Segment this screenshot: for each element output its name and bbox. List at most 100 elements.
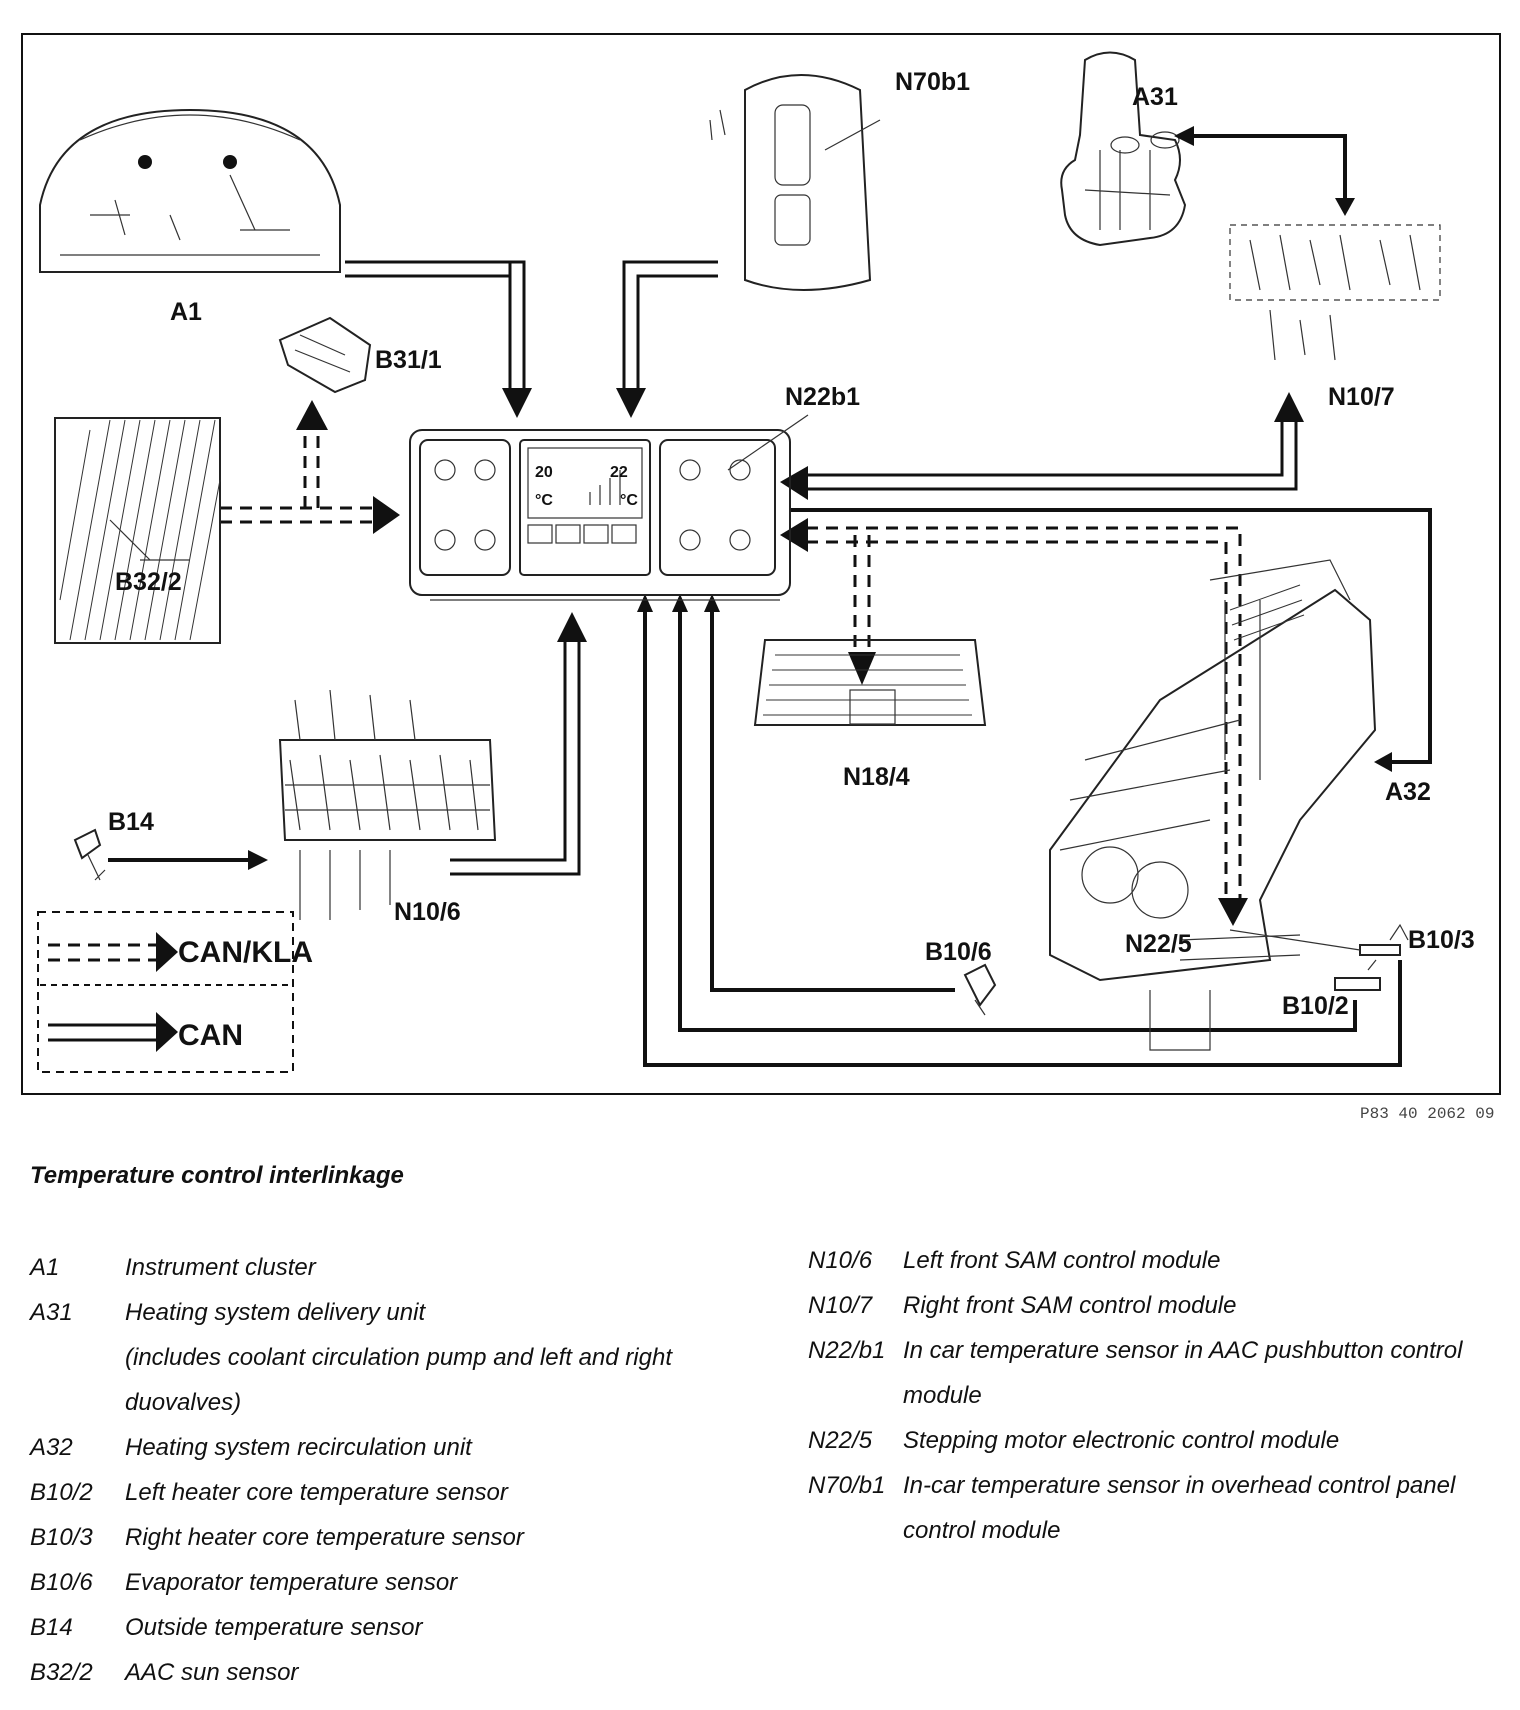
instrument-cluster-a1 — [39, 108, 341, 273]
wire-b103 — [643, 610, 1402, 1067]
aac-control-module-n22: 20 22 °C °C — [409, 429, 791, 601]
kla-line-n225 — [806, 526, 1242, 900]
legend-code: B14 — [30, 1614, 73, 1641]
legend-description: Instrument cluster — [125, 1254, 316, 1281]
display-unit-right: °C — [620, 492, 638, 509]
label-n22-5: N22/5 — [1125, 930, 1192, 958]
legend-code: B10/2 — [30, 1479, 93, 1506]
legend-description: Heating system recirculation unit — [125, 1434, 472, 1461]
label-n10-7: N10/7 — [1328, 383, 1395, 411]
label-b14: B14 — [108, 808, 154, 836]
legend-description: In car temperature sensor in AAC pushbut… — [903, 1337, 1463, 1409]
wire-b102 — [678, 610, 1357, 1032]
label-n18-4: N18/4 — [843, 763, 910, 791]
can-line-n107 — [806, 420, 1298, 491]
legend-code — [30, 1335, 125, 1425]
heating-delivery-unit-a31 — [1060, 51, 1187, 247]
legend-entry: A32 Heating system recirculation unit — [30, 1425, 730, 1470]
label-a1: A1 — [170, 298, 202, 326]
can-line-n70b1 — [622, 260, 718, 390]
legend-description: Left front SAM control module — [903, 1247, 1221, 1274]
left-heater-sensor-b10-2 — [1334, 959, 1381, 991]
legend-description: Right front SAM control module — [903, 1292, 1237, 1319]
legend-entry: N10/7 Right front SAM control module — [808, 1283, 1498, 1328]
kla-line-n184 — [853, 535, 871, 650]
arrowhead-n184 — [848, 652, 876, 685]
diagram-frame — [21, 33, 1501, 1095]
legend-description: Right heater core temperature sensor — [125, 1524, 524, 1551]
display-unit-left: °C — [535, 492, 553, 509]
arrowhead-n22-from-n107 — [780, 466, 808, 500]
left-sam-module-n10-6 — [278, 689, 497, 920]
legend-description: Outside temperature sensor — [125, 1614, 423, 1641]
legend-description: Left heater core temperature sensor — [125, 1479, 508, 1506]
kla-line-b311 — [303, 428, 320, 508]
label-n70b1: N70b1 — [895, 68, 970, 96]
legend-description: Evaporator temperature sensor — [125, 1569, 458, 1596]
reference-code: P83 40 2062 09 — [1360, 1105, 1494, 1123]
legend-description: AAC sun sensor — [125, 1659, 299, 1686]
legend-code: N22/5 — [808, 1427, 873, 1454]
label-a32: A32 — [1385, 778, 1431, 806]
label-b31-1: B31/1 — [375, 346, 442, 374]
legend-code: N10/6 — [808, 1247, 873, 1274]
vent-panel-n18-4 — [753, 639, 987, 726]
wire-a32 — [790, 508, 1432, 764]
legend-entry: B14 Outside temperature sensor — [30, 1605, 730, 1650]
arrowhead-n107 — [1274, 392, 1304, 422]
legend-code: B10/6 — [30, 1569, 93, 1596]
arrowhead-a1 — [502, 388, 532, 418]
kla-line-b322 — [220, 506, 375, 524]
arrowhead-n225 — [1218, 898, 1248, 926]
recirculation-unit-a32 — [1049, 559, 1377, 1051]
can-line-n106 — [450, 640, 581, 876]
arrowhead-b14 — [248, 850, 268, 870]
arrowhead-a32 — [1374, 752, 1392, 772]
arrowhead-b311 — [296, 400, 328, 430]
label-b32-2: B32/2 — [115, 568, 182, 596]
interlinkage-diagram: 20 22 °C °C — [21, 33, 1501, 1123]
legend-code: N22/b1 — [808, 1337, 886, 1364]
arrowhead-wire-b106 — [704, 594, 720, 612]
arrowhead-n107-from-a31 — [1335, 198, 1355, 216]
legend-code: N10/7 — [808, 1292, 873, 1319]
bus-legend: CAN/KLA CAN — [37, 911, 313, 1073]
wire-b106 — [710, 610, 955, 992]
legend-description: (includes coolant circulation pump and l… — [125, 1344, 672, 1416]
arrowhead-wire-b103 — [637, 594, 653, 612]
legend-code: N70/b1 — [808, 1472, 886, 1499]
display-left-temp: 20 — [535, 464, 553, 481]
wire-a31-n107 — [1192, 134, 1347, 200]
right-heater-sensor-b10-3 — [1229, 923, 1409, 956]
legend-entry: N10/6 Left front SAM control module — [808, 1238, 1498, 1283]
right-sam-module-n10-7 — [1229, 224, 1441, 361]
legend-entry: N22/b1 In car temperature sensor in AAC p… — [808, 1328, 1498, 1418]
label-b10-6: B10/6 — [925, 938, 992, 966]
legend-code: A32 — [30, 1434, 73, 1461]
label-b10-2: B10/2 — [1282, 992, 1349, 1020]
overhead-panel-n70b1 — [709, 74, 881, 291]
legend-entry: N22/5 Stepping motor electronic control m… — [808, 1418, 1498, 1463]
sun-sensor-b32-2 — [54, 417, 221, 644]
legend-can: CAN — [178, 1019, 243, 1052]
legend-entry: B10/2 Left heater core temperature sensor — [30, 1470, 730, 1515]
label-a31: A31 — [1132, 83, 1178, 111]
arrowhead-b322 — [373, 496, 400, 534]
display-right-temp: 22 — [610, 464, 628, 481]
leader-n22b1 — [727, 414, 809, 471]
outside-temp-sensor-b14 — [73, 828, 106, 881]
legend-description: Stepping motor electronic control module — [903, 1427, 1340, 1454]
legend-code: B10/3 — [30, 1524, 93, 1551]
arrowhead-a31 — [1174, 126, 1194, 146]
arrowhead-n22-from-kla — [780, 518, 808, 552]
legend-description: Heating system delivery unit — [125, 1299, 426, 1326]
legend-entry: B10/3 Right heater core temperature senso… — [30, 1515, 730, 1560]
evaporator-sensor-b10-6 — [963, 963, 997, 1016]
legend-can-kla: CAN/KLA — [178, 936, 313, 969]
legend-entry: B10/6 Evaporator temperature sensor — [30, 1560, 730, 1605]
